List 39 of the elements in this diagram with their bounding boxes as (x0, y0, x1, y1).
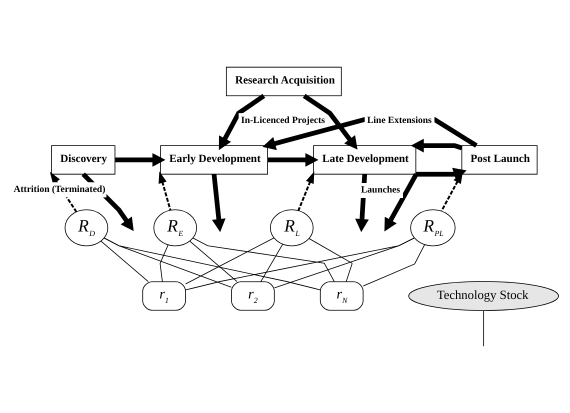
connector (308, 238, 352, 282)
connector (185, 237, 415, 290)
node-ellipse: Technology Stock (408, 280, 559, 310)
connector (104, 237, 320, 290)
arrow (115, 152, 166, 166)
node-box: Post Launch (461, 144, 538, 174)
arrow (416, 167, 467, 180)
node-box: Early Development (160, 144, 268, 174)
arrow (302, 93, 358, 150)
edge-label: Attrition (Terminated) (14, 184, 106, 194)
connector (185, 236, 274, 284)
connector (260, 244, 283, 282)
node-box: r$_{2}$ (231, 280, 275, 310)
node-box: r$_{N}$ (320, 280, 364, 310)
node-box: r$_{1}$ (142, 280, 186, 310)
connector (274, 237, 415, 288)
arrow (384, 172, 418, 231)
connector (189, 240, 238, 282)
arrow (218, 93, 266, 150)
node-ellipse: R$_{PL}$ (410, 208, 456, 246)
edge-label: Launches (360, 185, 400, 196)
edge-label: In-Licenced Projects (241, 115, 326, 126)
edge-label: Line Extensions (367, 115, 432, 126)
node-box: Discovery (51, 144, 116, 174)
arrow (212, 173, 226, 232)
connector (192, 237, 335, 282)
node-ellipse: R$_{D}$ (64, 208, 108, 246)
arrow (410, 138, 462, 152)
node-box: Late Development (313, 144, 416, 174)
node-box: Research Acquisition (226, 66, 342, 96)
arrow (158, 170, 172, 210)
node-ellipse: R$_{L}$ (270, 208, 314, 246)
node-ellipse: R$_{E}$ (153, 208, 198, 246)
connector (100, 240, 149, 282)
arrow (268, 152, 318, 166)
connector (362, 244, 426, 286)
connector (160, 244, 169, 282)
connector (483, 310, 484, 346)
arrow (298, 170, 314, 210)
